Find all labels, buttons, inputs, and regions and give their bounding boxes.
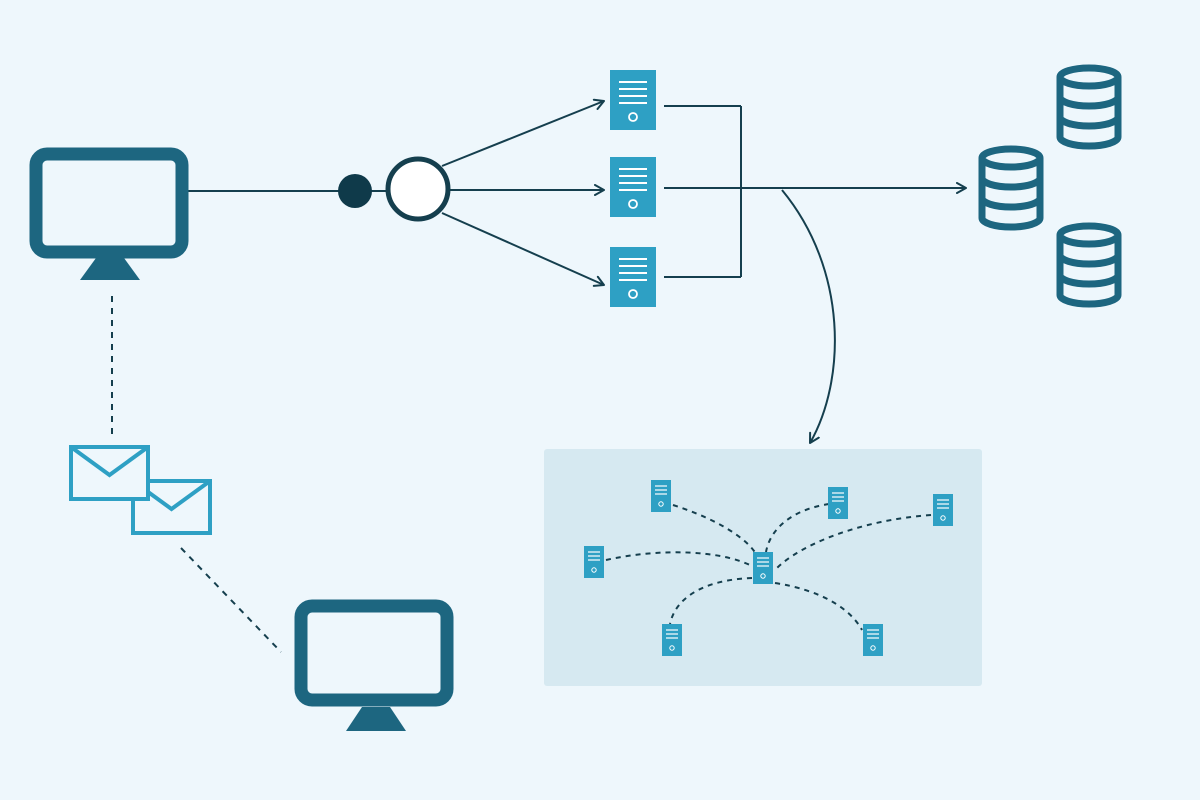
cluster-server-icon (584, 546, 604, 578)
balancer-to-server-top-arrow (441, 98, 605, 167)
server-top-icon (610, 70, 656, 130)
cluster-server-icon (863, 624, 883, 656)
load-balancer-node (385, 156, 451, 222)
cluster-server-icon (662, 624, 682, 656)
cluster-server-icon (651, 480, 671, 512)
server-middle-icon (610, 157, 656, 217)
cluster-server-icon (828, 487, 848, 519)
envelope-front-icon (69, 445, 150, 501)
cluster-link (774, 582, 863, 631)
client-monitor-icon (29, 147, 189, 280)
cluster-link (776, 514, 932, 569)
balancer-to-server-bottom-arrow (441, 212, 605, 287)
cluster-link (669, 577, 753, 625)
database-top-icon (1056, 64, 1122, 150)
servers-to-cluster-arrow (781, 189, 836, 444)
recipient-monitor-icon (294, 599, 454, 731)
cluster-link (605, 551, 753, 567)
cluster-links (605, 503, 932, 631)
server-bottom-icon (610, 247, 656, 307)
connection-lines (111, 98, 967, 653)
cluster-server-icon (933, 494, 953, 526)
cluster-link (672, 504, 757, 555)
database-bottom-icon (1056, 222, 1122, 308)
cluster-hub-server-icon (753, 552, 773, 584)
mail-to-recipient-dashed-line (180, 547, 282, 653)
database-middle-icon (978, 145, 1044, 231)
cluster-link (765, 503, 830, 553)
connector-dot (338, 174, 372, 208)
